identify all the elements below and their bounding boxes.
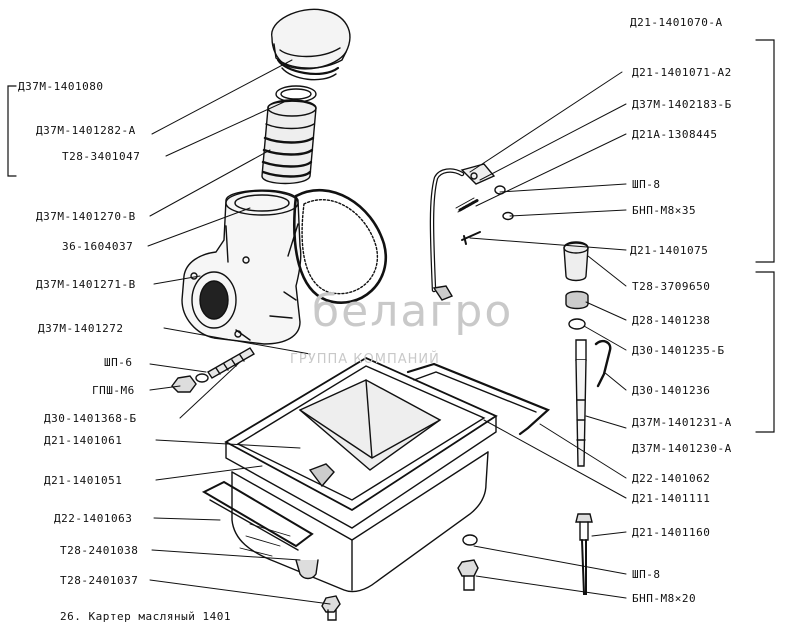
flange-gasket-drawing [293,188,387,304]
dipstick-tube-drawing [575,513,593,595]
part-label: Т28-2401038 [60,544,139,557]
watermark-brand: белагро [312,286,514,337]
breather-tube-drawing [429,163,514,301]
filler-neck-body-drawing [181,189,302,345]
part-label: Д37М-1401271-В [36,278,136,291]
part-label: 36-1604037 [62,240,134,253]
part-label: Д22-1401062 [632,472,711,485]
part-label: Д21-1401075 [630,244,709,257]
figure-caption: 26. Картер масляный 1401 [60,610,231,623]
part-label: Д30-1401236 [632,384,711,397]
pan-gasket-upper-drawing [406,362,551,436]
part-label: Д21-1401051 [44,474,123,487]
drain-plug-drawing [321,595,341,621]
part-label: Д21-1401061 [44,434,123,447]
part-label: ГПШ-М6 [92,384,135,397]
watermark-subtitle: ГРУППА КОМПАНИЙ [290,352,440,367]
part-label: Д21А-1308445 [632,128,718,141]
part-label: Д30-1401235-Б [632,344,725,357]
part-label: Д37М-1401080 [18,80,104,93]
part-label: БНП-М8×35 [632,204,697,217]
part-label: Д21-1401071-А2 [632,66,732,79]
part-label: Д37М-1401282-А [36,124,136,137]
part-label: Д37М-1401272 [38,322,124,335]
oil-pan-drawing [224,356,498,593]
part-label: Д21-1401111 [632,492,711,505]
bolt-washer-drawing [457,534,479,591]
part-label: Д30-1401368-Б [44,412,137,425]
leader-lines [147,59,627,605]
part-label: ШП-8 [632,178,661,191]
part-label: Т28-3401047 [62,150,141,163]
part-label: Д37М-1402183-Б [632,98,732,111]
part-label: БНП-М8×20 [632,592,697,605]
part-label: Т28-2401037 [60,574,139,587]
part-label: Д21-1401160 [632,526,711,539]
part-label: Д37М-1401231-А [632,416,732,429]
part-label: Д37М-1401270-В [36,210,136,223]
part-label: Т28-3709650 [632,280,711,293]
part-label: Д22-1401063 [54,512,133,525]
part-label: Д28-1401238 [632,314,711,327]
part-label: Д21-1401070-А [630,16,723,29]
group-brackets [7,39,775,433]
pan-gasket-lower-drawing [201,480,314,551]
part-label: Д37М-1401230-А [632,442,732,455]
part-label: ШП-6 [104,356,133,369]
stud-nut-drawing [171,347,255,393]
part-label: ШП-8 [632,568,661,581]
filter-element-drawing [261,99,317,185]
dipstick-assembly-drawing [563,241,612,467]
breather-cap-drawing [271,8,351,81]
